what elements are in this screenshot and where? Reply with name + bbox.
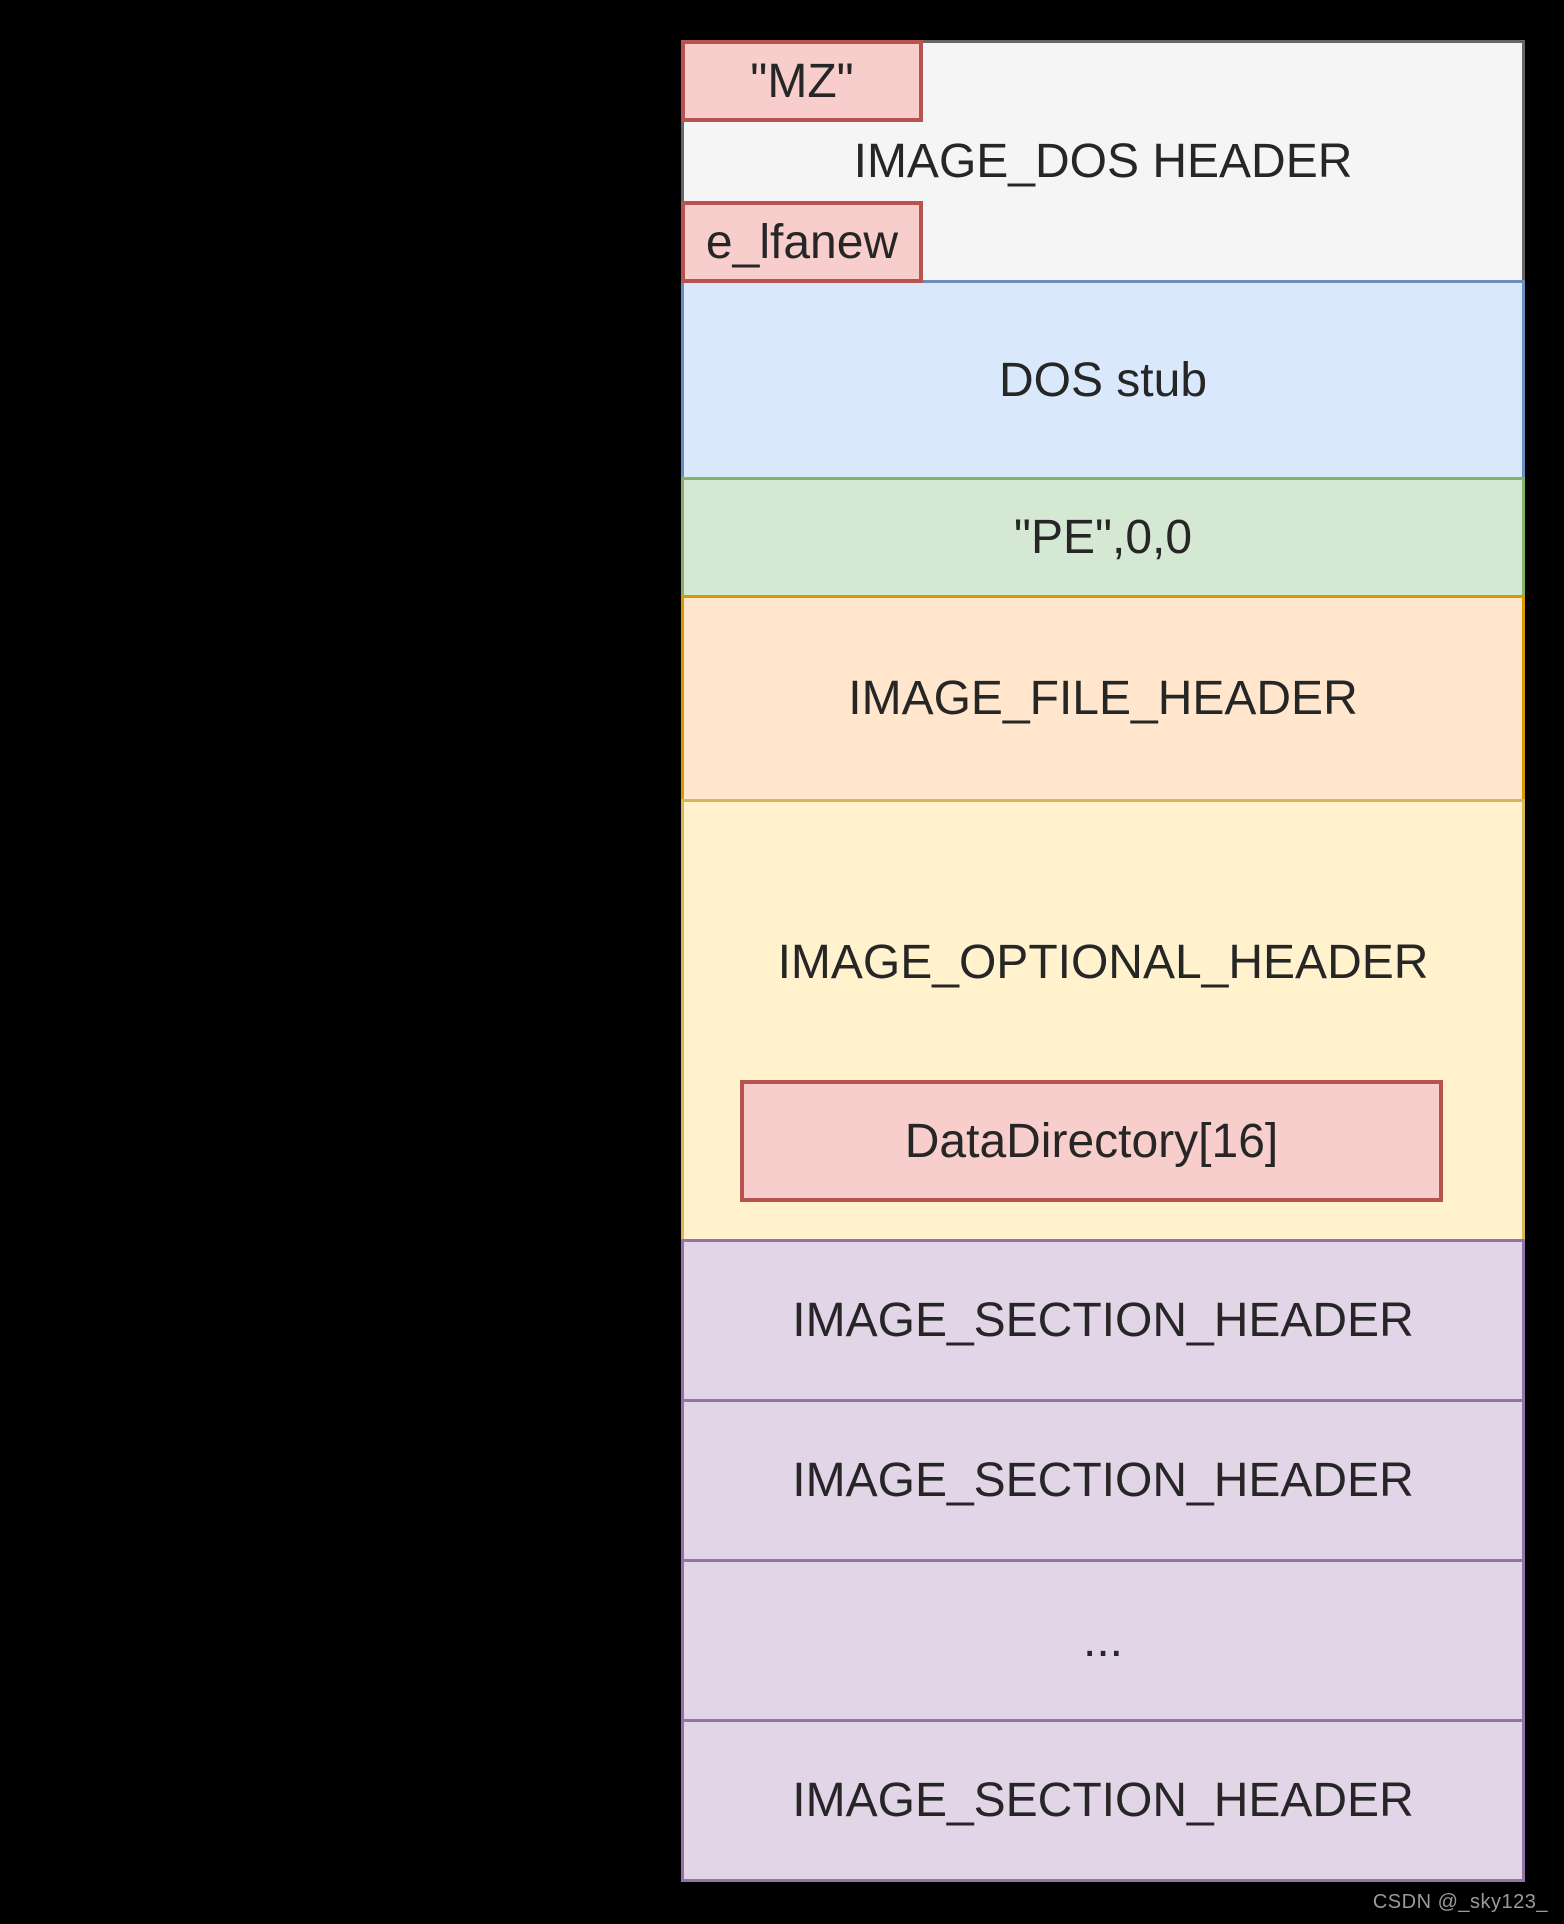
data-directory-label: DataDirectory[16] [904,1114,1279,1168]
image-section-header-label-2: IMAGE_SECTION_HEADER [792,1454,1414,1507]
image-dos-header-label-area: IMAGE_DOS HEADER [684,43,1522,280]
image-optional-header-label-area: IMAGE_OPTIONAL_HEADER [684,802,1522,1122]
e-lfanew-label: e_lfanew [705,215,899,269]
image-section-header-label-3: IMAGE_SECTION_HEADER [792,1774,1414,1827]
pe-signature-label: "PE",0,0 [1013,511,1193,564]
csdn-watermark: CSDN @_sky123_ [1372,1891,1548,1913]
image-section-header-block-1: IMAGE_SECTION_HEADER [681,1239,1525,1402]
image-section-header-block-3: IMAGE_SECTION_HEADER [681,1719,1525,1882]
image-section-header-label-1: IMAGE_SECTION_HEADER [792,1294,1414,1347]
image-optional-header-label: IMAGE_OPTIONAL_HEADER [777,935,1429,989]
ellipsis-block: ... [681,1559,1525,1722]
image-section-header-block-2: IMAGE_SECTION_HEADER [681,1399,1525,1562]
mz-signature-label: "MZ" [750,54,854,108]
e-lfanew-tag: e_lfanew [681,201,923,283]
dos-stub-label: DOS stub [998,353,1208,407]
pe-signature-block: "PE",0,0 [681,477,1525,598]
data-directory-tag: DataDirectory[16] [740,1080,1443,1202]
image-file-header-label: IMAGE_FILE_HEADER [848,672,1358,725]
image-file-header-block: IMAGE_FILE_HEADER [681,595,1525,802]
pe-file-format-diagram: IMAGE_DOS HEADER DOS stub "PE",0,0 IMAGE… [681,40,1525,1882]
image-dos-header-label: IMAGE_DOS HEADER [853,135,1353,188]
ellipsis-label: ... [1082,1614,1123,1667]
mz-signature-tag: "MZ" [681,40,923,122]
dos-stub-block: DOS stub [681,280,1525,480]
